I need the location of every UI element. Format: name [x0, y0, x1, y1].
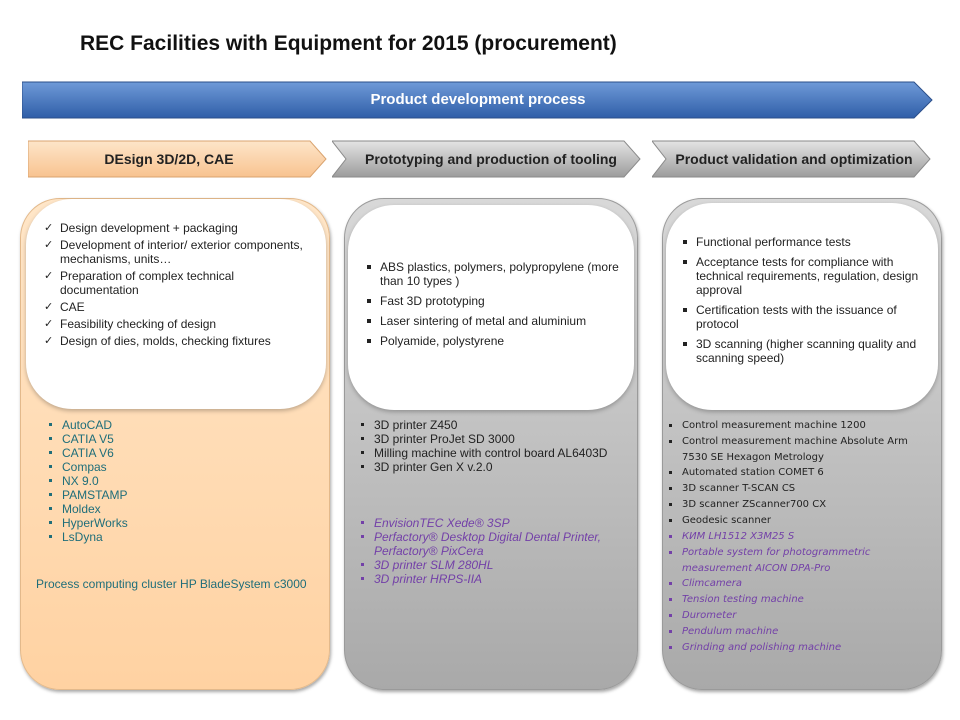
list-item: 3D scanner ZScanner700 CX: [666, 497, 936, 513]
list-item: Design development + packaging: [40, 221, 310, 235]
list-item: CAE: [40, 300, 310, 314]
list-item: HyperWorks: [46, 516, 316, 530]
list-item: Moldex: [46, 502, 316, 516]
list-item: Compas: [46, 460, 316, 474]
list-item: Fast 3D prototyping: [364, 294, 620, 308]
list-item: Durometer: [666, 608, 936, 624]
list-item: Geodesic scanner: [666, 513, 936, 529]
prototyping-services-list: ABS plastics, polymers, polypropylene (m…: [364, 260, 620, 354]
phase-validation-label: Product validation and optimization: [675, 151, 913, 167]
list-item: Development of interior/ exterior compon…: [40, 238, 310, 266]
list-item: Pendulum machine: [666, 624, 936, 640]
list-item: PAMSTAMP: [46, 488, 316, 502]
prototyping-procurement-list: EnvisionTEC Xede® 3SP Perfactory® Deskto…: [358, 516, 618, 586]
phase-prototyping-label: Prototyping and production of tooling: [365, 151, 617, 167]
phase-design-arrow: [28, 140, 327, 178]
list-item: 3D scanner T-SCAN CS: [666, 481, 936, 497]
list-item: CATIA V5: [46, 432, 316, 446]
list-item: 3D printer Gen X v.2.0: [358, 460, 618, 474]
list-item: EnvisionTEC Xede® 3SP: [358, 516, 618, 530]
list-item: 3D printer SLM 280HL: [358, 558, 618, 572]
list-item: Perfactory® Desktop Digital Dental Print…: [358, 530, 618, 558]
design-software-list: AutoCAD CATIA V5 CATIA V6 Compas NX 9.0 …: [46, 418, 316, 544]
list-item: Grinding and polishing machine: [666, 640, 936, 656]
validation-services-panel: [666, 203, 938, 410]
phase-design-label: DEsign 3D/2D, CAE: [104, 151, 234, 167]
validation-procurement-list: КИМ LH1512 X3M25 S Portable system for p…: [666, 529, 936, 655]
list-item: КИМ LH1512 X3M25 S: [666, 529, 936, 545]
validation-equipment-list: Control measurement machine 1200 Control…: [666, 418, 936, 529]
design-services-list: Design development + packaging Developme…: [40, 221, 310, 351]
list-item: NX 9.0: [46, 474, 316, 488]
page-title: REC Facilities with Equipment for 2015 (…: [80, 32, 617, 55]
list-item: ABS plastics, polymers, polypropylene (m…: [364, 260, 620, 288]
list-item: 3D scanning (higher scanning quality and…: [680, 337, 924, 365]
list-item: Tension testing machine: [666, 592, 936, 608]
list-item: Certification tests with the issuance of…: [680, 303, 924, 331]
list-item: CATIA V6: [46, 446, 316, 460]
process-banner-arrow: [22, 81, 933, 119]
process-banner-label: Product development process: [370, 91, 586, 108]
list-item: Control measurement machine 1200: [666, 418, 936, 434]
list-item: Milling machine with control board AL640…: [358, 446, 618, 460]
phase-validation-arrow: [652, 140, 931, 178]
prototyping-services-panel: [348, 205, 634, 410]
computing-cluster-text: Process computing cluster HP BladeSystem…: [36, 577, 307, 591]
list-item: Polyamide, polystyrene: [364, 334, 620, 348]
list-item: Functional performance tests: [680, 235, 924, 249]
list-item: Preparation of complex technical documen…: [40, 269, 310, 297]
phase-prototyping-arrow: [332, 140, 641, 178]
list-item: Acceptance tests for compliance with tec…: [680, 255, 924, 297]
validation-services-list: Functional performance tests Acceptance …: [680, 235, 924, 371]
list-item: 3D printer ProJet SD 3000: [358, 432, 618, 446]
prototyping-equipment-list: 3D printer Z450 3D printer ProJet SD 300…: [358, 418, 618, 474]
list-item: 3D printer HRPS-IIA: [358, 572, 618, 586]
list-item: 3D printer Z450: [358, 418, 618, 432]
list-item: Design of dies, molds, checking fixtures: [40, 334, 310, 348]
list-item: Climcamera: [666, 576, 936, 592]
list-item: Portable system for photogrammetric meas…: [666, 545, 936, 577]
list-item: Automated station COMET 6: [666, 465, 936, 481]
list-item: Laser sintering of metal and aluminium: [364, 314, 620, 328]
list-item: Control measurement machine Absolute Arm…: [666, 434, 936, 466]
list-item: AutoCAD: [46, 418, 316, 432]
list-item: Feasibility checking of design: [40, 317, 310, 331]
list-item: LsDyna: [46, 530, 316, 544]
